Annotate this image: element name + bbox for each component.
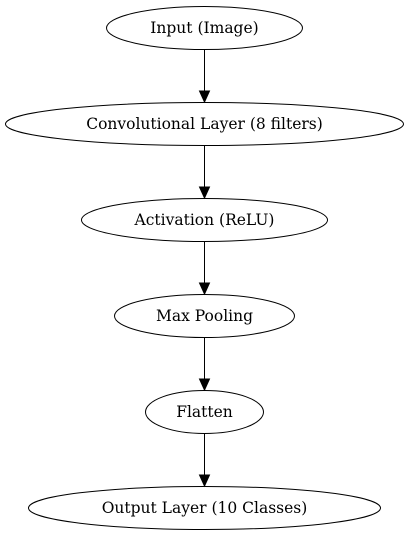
arrowhead-icon [198,90,211,104]
edge-input-to-conv [198,49,211,104]
arrowhead-icon [198,378,211,392]
node-input-label: Input (Image) [150,19,258,37]
node-activation: Activation (ReLU) [81,198,328,242]
node-output: Output Layer (10 Classes) [28,486,381,530]
node-flatten-label: Flatten [176,403,233,421]
edge-flatten-to-output [198,433,211,488]
node-input: Input (Image) [106,6,303,50]
edge-pool-to-flatten [198,337,211,392]
edge-conv-to-activation [198,145,211,200]
node-pool: Max Pooling [114,294,295,338]
node-output-label: Output Layer (10 Classes) [102,499,308,517]
arrowhead-icon [198,186,211,200]
arrowhead-icon [198,474,211,488]
node-flatten: Flatten [145,390,264,434]
edge-activation-to-pool [198,241,211,296]
arrowhead-icon [198,282,211,296]
node-conv: Convolutional Layer (8 filters) [5,102,404,146]
node-conv-label: Convolutional Layer (8 filters) [86,115,323,133]
node-pool-label: Max Pooling [156,307,253,325]
node-activation-label: Activation (ReLU) [134,211,275,229]
